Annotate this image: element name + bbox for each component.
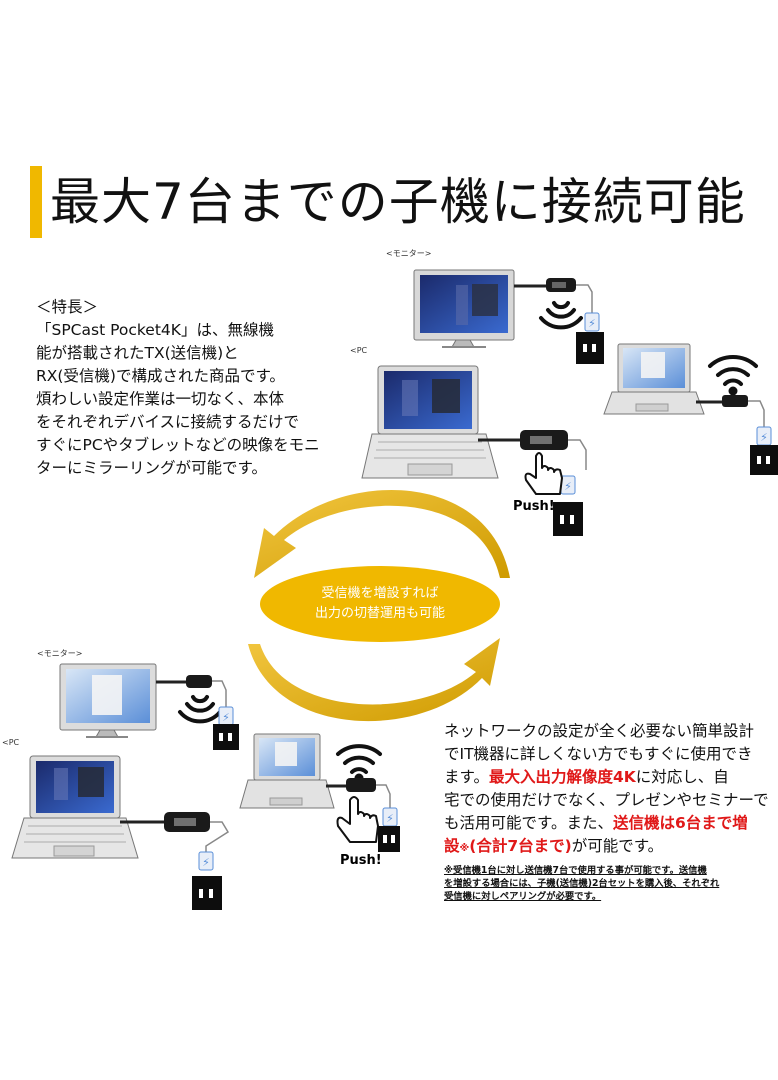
footnote: ※受信機1台に対し送信機7台で使用する事が可能です。送信機 を増設する場合には、… — [444, 864, 774, 903]
pointing-hand-icon-top — [524, 452, 563, 495]
description-text: ネットワークの設定が全く必要ない簡単設計 でIT機器に詳しくない方でもすぐに使用… — [444, 720, 774, 860]
features-line: 「SPCast Pocket4K」は、無線機 — [36, 321, 274, 339]
description-line: ます。最大入出力解像度4Kに対応し、自 — [444, 766, 774, 789]
page-title: 最大7台までの子機に接続可能 — [50, 173, 746, 231]
svg-text:⚡: ⚡ — [760, 431, 768, 444]
push-label-top: Push! — [513, 499, 555, 514]
laptop-bottom-left — [11, 755, 139, 859]
description-line: ネットワークの設定が全く必要ない簡単設計 — [444, 722, 755, 740]
wifi-waves-top-monitor — [539, 301, 583, 330]
svg-text:⚡: ⚡ — [386, 812, 394, 825]
features-heading: ＜特長＞ — [36, 298, 99, 316]
features-line: すぐにPCやタブレットなどの映像をモニ — [36, 436, 320, 454]
cycle-oval — [260, 566, 500, 642]
wifi-icon-top-right — [708, 355, 758, 396]
push-label-bottom: Push! — [340, 853, 382, 868]
cycle-line-1: 受信機を増設すれば — [321, 586, 439, 601]
monitor-bottom — [59, 663, 157, 738]
pointing-hand-icon-bottom — [336, 796, 379, 843]
highlight-transmitters: 送信機は6台まで増 — [612, 814, 748, 832]
svg-text:⚡: ⚡ — [588, 317, 596, 330]
description-line: でIT機器に詳しくない方でもすぐに使用でき — [444, 745, 753, 763]
pc-label-bottom: <PC — [2, 738, 20, 747]
monitor-label-top: <モニター> — [386, 249, 432, 258]
title-accent-bar — [30, 166, 42, 238]
wifi-waves-bottom-monitor — [178, 695, 222, 724]
features-text: ＜特長＞ 「SPCast Pocket4K」は、無線機 能が搭載されたTX(送信… — [36, 296, 320, 480]
cycle-line-2: 出力の切替運用も可能 — [314, 606, 445, 621]
features-line: RX(受信機)で構成された商品です。 — [36, 367, 285, 385]
laptop-top-center — [361, 365, 499, 479]
features-line: 能が搭載されたTX(送信機)と — [36, 344, 239, 362]
monitor-top — [413, 269, 515, 348]
svg-text:⚡: ⚡ — [222, 711, 230, 724]
svg-text:⚡: ⚡ — [202, 856, 210, 869]
cycle-oval-text: 受信機を増設すれば 出力の切替運用も可能 — [262, 584, 498, 624]
monitor-label-bottom: <モニター> — [37, 649, 83, 658]
laptop-bottom-center — [239, 733, 335, 809]
text-span: に対応し、自 — [635, 768, 729, 786]
description-line: 宅での使用だけでなく、プレゼンやセミナーで — [444, 791, 769, 809]
text-span: が可能です。 — [571, 837, 664, 855]
text-span: も活用可能です。また、 — [444, 814, 613, 832]
cycle-arrow-top — [254, 489, 510, 578]
pc-label-top: <PC — [350, 346, 368, 355]
highlight-4k: 最大入出力解像度4K — [488, 768, 636, 786]
features-line: をそれぞれデバイスに接続するだけで — [36, 413, 300, 431]
laptop-top-right — [603, 343, 705, 415]
footnote-line: を増設する場合には、子機(送信機)2台セットを購入後、それぞれ — [444, 878, 720, 889]
highlight-transmitters-cont: 設 — [444, 837, 460, 855]
power-outlet — [576, 332, 604, 364]
cycle-arrow-bottom — [248, 638, 500, 722]
features-line: ターにミラーリングが可能です。 — [36, 459, 267, 477]
highlight-total: (合計7台まで) — [469, 837, 572, 855]
svg-text:⚡: ⚡ — [564, 480, 572, 493]
text-span: ます。 — [444, 768, 489, 786]
footnote-line: 受信機に対しペアリングが必要です。 — [444, 891, 602, 902]
description-line: 設※(合計7台まで)が可能です。 — [444, 835, 774, 860]
footnote-line: ※受信機1台に対し送信機7台で使用する事が可能です。送信機 — [444, 865, 707, 876]
note-mark: ※ — [459, 843, 470, 854]
wifi-icon-bottom — [336, 744, 382, 783]
features-line: 煩わしい設定作業は一切なく、本体 — [36, 390, 285, 408]
description-line: も活用可能です。また、送信機は6台まで増 — [444, 812, 774, 835]
